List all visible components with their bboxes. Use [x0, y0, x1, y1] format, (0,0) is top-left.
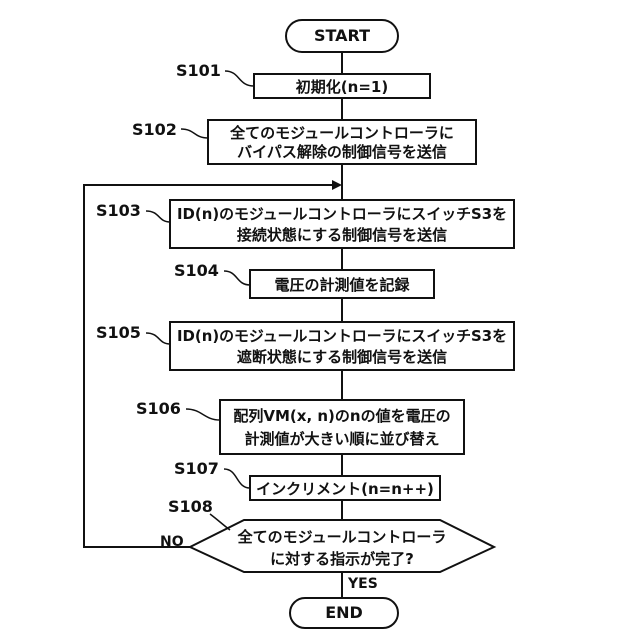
step-s102-line-2: バイパス解除の制御信号を送信 — [237, 143, 447, 161]
step-s103-line-1: ID(n)のモジュールコントローラにスイッチS3を — [177, 205, 507, 223]
step-s107-id: S107 — [174, 459, 219, 478]
step-s101-line-1: 初期化(n=1) — [296, 78, 388, 96]
step-s103-id: S103 — [96, 201, 141, 220]
step-s107: インクリメント(n=n++) S107 — [174, 459, 440, 500]
step-s105-id: S105 — [96, 323, 141, 342]
decision-s108-line-1: 全てのモジュールコントローラ — [237, 528, 447, 546]
step-s101: 初期化(n=1) S101 — [176, 61, 430, 98]
step-s105: ID(n)のモジュールコントローラにスイッチS3を 遮断状態にする制御信号を送信… — [96, 322, 514, 370]
step-s101-id: S101 — [176, 61, 221, 80]
step-s104-line-1: 電圧の計測値を記録 — [274, 276, 410, 294]
step-s103-line-2: 接続状態にする制御信号を送信 — [237, 226, 447, 244]
decision-no-label: NO — [160, 534, 184, 550]
step-s102-id: S102 — [132, 120, 177, 139]
step-s106-id: S106 — [136, 399, 181, 418]
step-s105-line-1: ID(n)のモジュールコントローラにスイッチS3を — [177, 327, 507, 345]
decision-s108-leader — [210, 514, 230, 530]
step-s104: 電圧の計測値を記録 S104 — [174, 261, 434, 298]
decision-s108-id: S108 — [168, 497, 213, 516]
end-label: END — [325, 603, 363, 622]
step-s104-id: S104 — [174, 261, 219, 280]
step-s107-leader — [224, 469, 250, 488]
step-s101-leader — [225, 71, 254, 86]
step-s102-leader — [181, 129, 208, 138]
start-terminal: START — [286, 20, 398, 52]
step-s102-line-1: 全てのモジュールコントローラに — [229, 124, 454, 142]
decision-yes-label: YES — [347, 576, 378, 592]
step-s106: 配列VM(x, n)のnの値を電圧の 計測値が大きい順に並び替え S106 — [136, 399, 464, 454]
step-s105-leader — [146, 333, 170, 344]
step-s106-line-1: 配列VM(x, n)のnの値を電圧の — [233, 407, 450, 425]
step-s107-line-1: インクリメント(n=n++) — [256, 480, 434, 498]
step-s106-line-2: 計測値が大きい順に並び替え — [244, 430, 439, 448]
end-terminal: END — [290, 598, 398, 628]
step-s102: 全てのモジュールコントローラに バイパス解除の制御信号を送信 S102 — [132, 120, 476, 164]
step-s103: ID(n)のモジュールコントローラにスイッチS3を 接続状態にする制御信号を送信… — [96, 200, 514, 248]
step-s105-line-2: 遮断状態にする制御信号を送信 — [237, 348, 447, 366]
step-s104-leader — [224, 271, 250, 285]
step-s106-leader — [186, 409, 220, 420]
step-s103-leader — [146, 211, 170, 222]
start-label: START — [314, 26, 370, 45]
decision-s108: 全てのモジュールコントローラ に対する指示が完了? S108 NO YES — [160, 497, 494, 592]
decision-s108-line-2: に対する指示が完了? — [270, 550, 414, 568]
